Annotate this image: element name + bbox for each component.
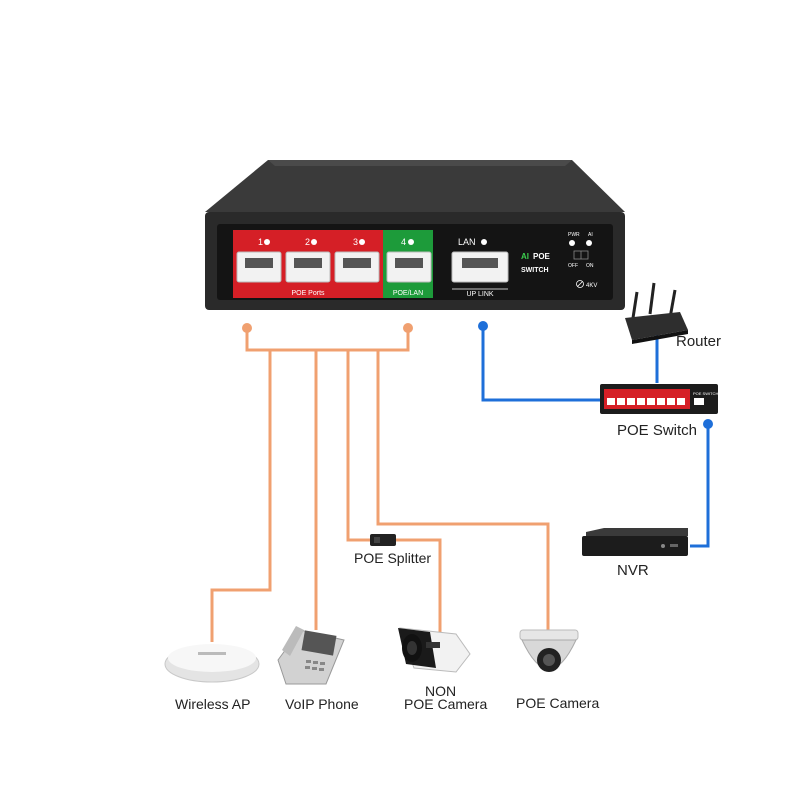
port-number-2: 2: [305, 237, 310, 247]
line-poe-camera: [376, 350, 550, 630]
small-switch-caption: POE SWITCH: [693, 391, 718, 396]
non-label: NON: [425, 683, 457, 699]
port-number-4: 4: [401, 237, 406, 247]
voip-phone-label: VoIP Phone: [285, 696, 359, 712]
non-poe-camera-label: POE Camera: [404, 696, 488, 712]
uplink-label: UP LINK: [466, 291, 493, 298]
wireless-ap-icon: [164, 644, 260, 683]
nvr-label: NVR: [617, 562, 649, 579]
port4-connector-dot: [403, 323, 413, 333]
main-poe-switch: 1 2 3 4 LAN POE Ports POE/LAN UP LINK AI…: [205, 160, 625, 310]
poe-ports-label: POE Ports: [291, 290, 325, 297]
ai-indicator-label: AI: [588, 232, 593, 238]
brand-poe: POE: [533, 252, 551, 261]
line-splitter-out: [395, 538, 442, 638]
led-lan: [481, 239, 487, 245]
router-label: Router: [676, 333, 722, 350]
surge-icon: [576, 280, 584, 288]
wireless-ap-label: Wireless AP: [175, 696, 251, 712]
line-wireless-ap: [210, 350, 272, 642]
dome-camera-icon: [519, 629, 579, 672]
pwr-led: [569, 240, 575, 246]
led-3: [359, 239, 365, 245]
brand-switch: SWITCH: [521, 267, 549, 274]
ai-led: [586, 240, 592, 246]
bullet-camera-icon: [398, 627, 471, 673]
router-icon: [625, 282, 688, 344]
small-poe-switch-icon: POE SWITCH: [600, 384, 718, 414]
lan-label: LAN: [458, 237, 476, 247]
kv-label: 4KV: [586, 283, 597, 289]
port1-connector-dot: [242, 323, 252, 333]
line-splitter: [346, 350, 370, 542]
led-4: [408, 239, 414, 245]
voip-phone-icon: [277, 626, 345, 685]
brand-ai: AI: [521, 252, 529, 261]
on-label: ON: [586, 263, 594, 269]
switch-uplink-dot: [703, 419, 713, 429]
uplink-connector-dot: [478, 321, 488, 331]
poe-switch-label: POE Switch: [617, 422, 698, 439]
port-number-1: 1: [258, 237, 263, 247]
poe-camera-label: POE Camera: [516, 695, 600, 711]
poe-splitter-label: POE Splitter: [354, 550, 432, 566]
pwr-label: PWR: [568, 232, 580, 238]
poe-splitter-icon: [370, 534, 396, 546]
port-number-3: 3: [353, 237, 358, 247]
led-1: [264, 239, 270, 245]
poe-lan-label: POE/LAN: [393, 290, 423, 297]
off-label: OFF: [568, 263, 578, 269]
poe-connections: [210, 328, 550, 642]
nvr-icon: [582, 528, 688, 556]
led-2: [311, 239, 317, 245]
